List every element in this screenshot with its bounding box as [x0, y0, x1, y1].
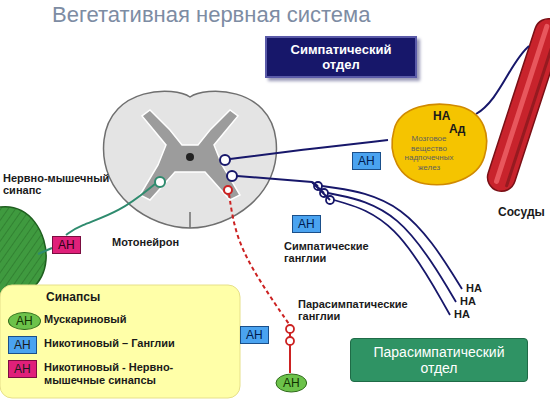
- part-label: Сосуды: [498, 205, 545, 219]
- node-text: АН: [298, 217, 315, 231]
- neuron-body: [155, 155, 237, 194]
- legend-panel: [0, 285, 240, 398]
- part-label: Нервно-мышечный синапс: [3, 172, 121, 196]
- spinal-cord: [140, 110, 240, 200]
- blood-vessel: [484, 15, 550, 195]
- node-text: Мозговое вещество надпочечных желез: [399, 134, 459, 172]
- node-text: Симпатический отдел: [281, 42, 401, 72]
- synapse-marker: АН: [52, 236, 81, 254]
- spinal-cord: [104, 91, 277, 228]
- transmitter-label: НА: [460, 295, 476, 307]
- blood-vessel: [484, 15, 550, 195]
- nerve-fiber: [289, 333, 291, 337]
- synapse-marker: АН: [352, 152, 381, 170]
- nerve-fiber: [334, 200, 450, 315]
- adrenal-gland: НААдМозговое вещество надпочечных желез: [383, 98, 493, 188]
- neuron-body: [220, 155, 230, 165]
- nerve-fiber: [322, 186, 462, 289]
- synapse-marker: АН: [275, 373, 308, 393]
- division-box: Парасимпатический отдел: [350, 338, 528, 382]
- synapse-marker: АН: [292, 215, 321, 233]
- neuron-body: [224, 186, 232, 194]
- spinal-cord: [104, 91, 277, 228]
- node-text: НА: [433, 109, 450, 123]
- neuron-body: [155, 177, 165, 187]
- legend-sample: АН: [8, 336, 37, 354]
- nerve-fiber: [66, 184, 155, 235]
- spinal-cord: [186, 153, 194, 161]
- part-label: Мотонейрон: [112, 236, 179, 248]
- diagram-title: Вегетативная нервная система: [52, 2, 370, 28]
- node-text: АН: [283, 376, 300, 390]
- part-label: Симпатические ганглии: [284, 240, 384, 264]
- part-label: Парасимпатические ганглии: [298, 298, 410, 322]
- blood-vessel: [493, 23, 550, 184]
- nerve-fiber: [237, 176, 312, 182]
- blood-vessel: [505, 27, 550, 188]
- legend-text: Никотиновый – Ганглии: [44, 337, 234, 350]
- node-text: Ад: [449, 122, 465, 136]
- synapse-marker: АН: [240, 326, 269, 344]
- legend-text: Никотиновый - Нервно-мышечные синапсы: [44, 361, 234, 387]
- spinal-cord: [189, 212, 191, 228]
- node-text: АН: [246, 328, 263, 342]
- nerve-fiber: [312, 182, 330, 200]
- legend-sample: АН: [8, 360, 37, 378]
- node-text: АН: [58, 238, 75, 252]
- ganglion-body: [286, 337, 294, 345]
- nerve-fiber: [289, 345, 291, 373]
- transmitter-label: НА: [466, 282, 482, 294]
- nerve-fiber: [38, 248, 52, 254]
- node-text: Парасимпатический отдел: [363, 344, 515, 376]
- ganglion-body: [286, 325, 294, 333]
- legend-text: Мускариновый: [44, 313, 234, 326]
- legend-heading: Синапсы: [46, 290, 100, 304]
- nerve-fiber: [476, 46, 529, 114]
- node-text: АН: [358, 154, 375, 168]
- division-box: Симпатический отдел: [265, 36, 417, 78]
- nerve-fiber: [229, 194, 289, 324]
- neuron-body: [227, 171, 237, 181]
- legend-sample: АН: [8, 312, 41, 330]
- transmitter-label: НА: [454, 308, 470, 320]
